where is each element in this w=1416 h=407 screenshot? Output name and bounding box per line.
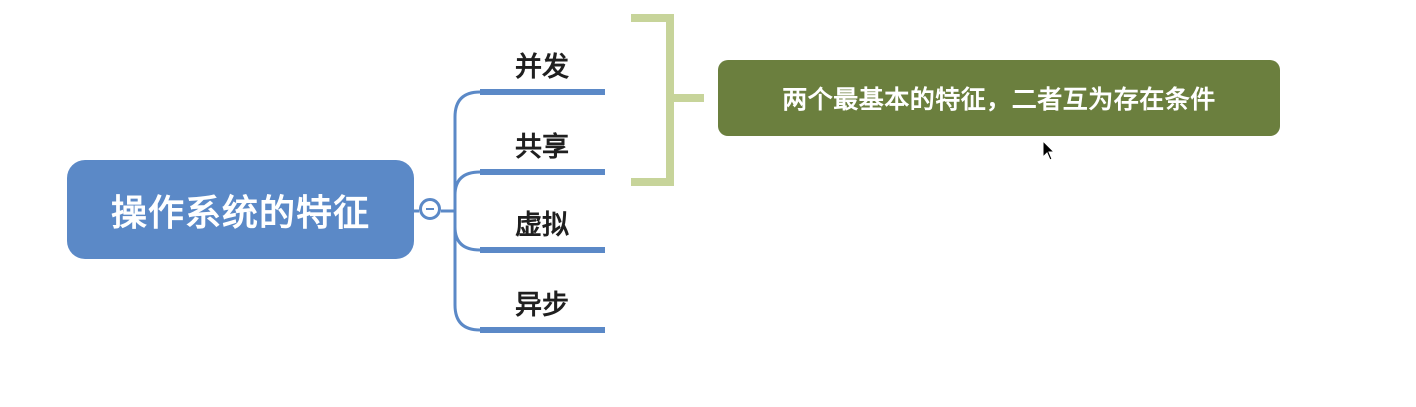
branch-curve-2 [453,170,481,196]
mouse-pointer-icon [1042,140,1056,161]
branch-spine [453,90,481,332]
collapse-minus-icon[interactable] [419,198,441,220]
branch-curve-3 [453,226,481,252]
child-topic-3[interactable]: 虚拟 [515,210,569,241]
child-topic-2[interactable]: 共享 [515,132,569,163]
child-topic-4[interactable]: 异步 [515,290,569,321]
minus-glyph [426,208,434,210]
summary-topic-label: 两个最基本的特征，二者互为存在条件 [782,85,1216,114]
root-topic-label: 操作系统的特征 [110,192,370,234]
summary-bracket [631,14,674,186]
root-topic[interactable]: 操作系统的特征 [67,160,414,259]
summary-topic[interactable]: 两个最基本的特征，二者互为存在条件 [718,60,1280,136]
child-topic-1[interactable]: 并发 [515,52,569,83]
